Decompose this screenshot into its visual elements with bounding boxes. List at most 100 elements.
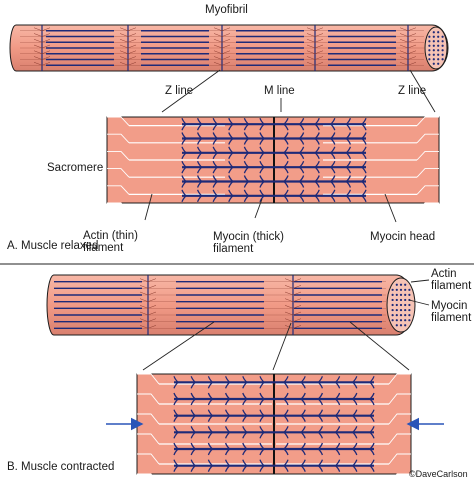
myosin-head: [352, 465, 358, 472]
myosin-head: [314, 138, 320, 145]
myosin-head: [196, 195, 203, 203]
myosin-head: [207, 409, 213, 417]
m-line-label: M line: [264, 85, 295, 97]
myosin-head: [181, 181, 187, 188]
myosin-head: [224, 398, 231, 406]
z-line-chevron: [213, 33, 231, 37]
myosin-head: [181, 195, 187, 203]
myosin-head: [196, 181, 203, 188]
filament-dot: [408, 314, 411, 317]
myofibril-relaxed: [9, 24, 449, 72]
myosin-head: [314, 166, 320, 174]
myosin-head: [228, 117, 234, 125]
myosin-head: [181, 146, 187, 154]
myosin-head: [212, 123, 218, 131]
filament-dot: [399, 314, 403, 317]
myosin-head: [259, 409, 265, 417]
myosin-head: [361, 132, 367, 139]
filament-dot: [428, 58, 431, 61]
myosin-head: [243, 175, 249, 182]
myosin-head: [330, 195, 336, 203]
z-line-chevron: [399, 62, 417, 66]
myosin-head: [207, 426, 213, 433]
myosin-head: [181, 189, 187, 197]
myosin-head: [207, 376, 213, 383]
myosin-head: [173, 392, 179, 400]
myosin-head: [369, 392, 375, 400]
myosin-head: [299, 175, 305, 182]
z-line-chevron: [119, 44, 137, 49]
myosin-head: [283, 152, 289, 160]
z-line-chevron: [119, 50, 137, 55]
myosin-head: [190, 398, 196, 406]
zoom-lines-b: [142, 321, 410, 371]
myosin-head: [283, 175, 289, 182]
myosin-head: [283, 448, 289, 456]
z-line-chevron: [33, 33, 51, 37]
myosin-head: [196, 146, 203, 154]
myosin-head: [330, 166, 336, 174]
z-disc-edge: [416, 202, 439, 212]
myosin-head: [259, 459, 265, 467]
myosin-head: [330, 189, 336, 197]
myosin-head: [330, 138, 336, 145]
z-disc-edge: [416, 116, 439, 126]
myosin-head: [335, 459, 341, 467]
filament-dot: [428, 49, 431, 52]
myofibril-striations: [20, 25, 424, 71]
myosin-head: [181, 152, 187, 160]
myosin-head: [345, 175, 352, 182]
credit-label: ©DaveCarlson: [409, 469, 468, 479]
myosin-head: [345, 152, 352, 160]
myosin-head: [242, 448, 248, 456]
myosin-head: [212, 152, 218, 160]
myosin-head: [181, 132, 187, 139]
myofibril-label: Myofibril: [205, 4, 248, 16]
myosin-head: [283, 123, 289, 131]
filament-dot: [437, 35, 440, 38]
myosin-head: [243, 152, 249, 160]
sarcomere-relaxed: [106, 116, 440, 212]
myosin-head: [369, 376, 375, 383]
myosin-head: [259, 152, 265, 160]
myosin-head: [352, 448, 358, 456]
z-line-chevron: [306, 56, 324, 60]
myosin-head: [369, 415, 375, 422]
myosin-head: [330, 117, 336, 125]
myosin-head: [181, 123, 187, 131]
myosin-head: [317, 431, 324, 439]
myosin-head: [283, 195, 289, 203]
myosin-head: [212, 175, 218, 182]
z-line-chevron: [139, 318, 157, 322]
myosin-head: [330, 152, 336, 160]
z-line-chevron: [399, 27, 417, 32]
filament-dot: [428, 35, 431, 38]
z-line-chevron: [119, 27, 137, 32]
myosin-head: [345, 160, 352, 168]
myosin-head: [228, 166, 234, 174]
myosin-head: [224, 448, 231, 456]
myosin-head: [300, 426, 306, 433]
myosin-head: [228, 123, 234, 131]
z-line-chevron: [33, 56, 51, 60]
z-line-chevron: [139, 298, 157, 302]
myosin-head: [335, 398, 341, 406]
myosin-head: [242, 381, 248, 389]
myosin-head: [283, 117, 289, 125]
z-line-right-label: Z line: [398, 85, 426, 97]
myosin-head: [314, 117, 320, 125]
filament-dot: [391, 293, 394, 296]
myosin-head: [243, 166, 249, 174]
myosin-head: [212, 132, 218, 139]
z-disc-edge: [416, 133, 439, 144]
myosin-head: [283, 465, 289, 472]
myosin-head: [224, 381, 231, 389]
myosin-head: [243, 195, 249, 203]
filament-dot: [404, 324, 407, 327]
filament-dot: [404, 303, 407, 307]
myosin-head: [242, 392, 248, 400]
z-disc-edge: [388, 453, 411, 465]
z-line-chevron: [284, 285, 302, 289]
myosin-head: [181, 117, 187, 125]
filament-dot: [395, 283, 398, 286]
